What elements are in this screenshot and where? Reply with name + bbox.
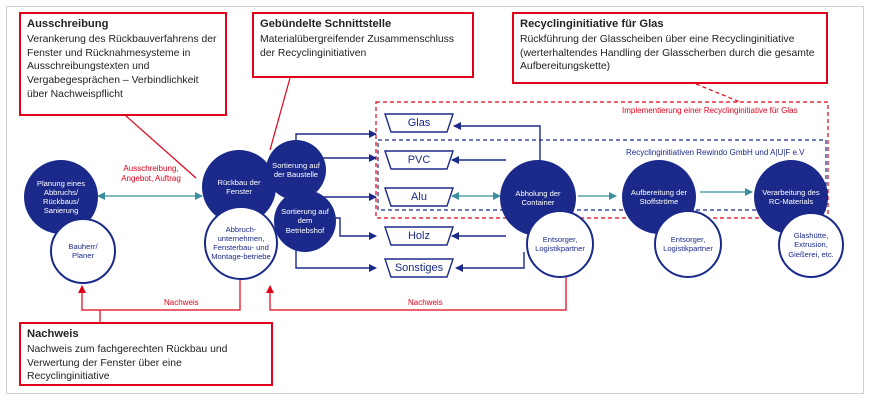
label-implementierung: Implementierung einer Recyclinginitiativ…: [622, 106, 798, 115]
callout-glas: Recyclinginitiative für Glas Rückführung…: [512, 12, 828, 84]
container-pvc-label: PVC: [407, 154, 431, 166]
container-pvc-shape: [384, 150, 454, 170]
ausschreibung-connector: [125, 115, 197, 179]
container-glas-label: Glas: [407, 117, 431, 129]
callout-ausschreibung-title: Ausschreibung: [27, 18, 109, 30]
container-sonstiges-label: Sonstiges: [394, 262, 444, 274]
callout-glas-body: Rückführung der Glasscheiben über eine R…: [520, 33, 815, 73]
callout-nachweis-body: Nachweis zum fachgerechten Rückbau und V…: [27, 343, 228, 383]
arrow-from-abholung-sonstiges: [455, 252, 525, 272]
circle-glashuette: Glashütte, Extrusion, Gießerei, etc.: [778, 212, 844, 278]
container-holz-label: Holz: [407, 230, 430, 242]
nachweis-left-arrow: [78, 276, 241, 311]
container-glas: Glas: [384, 113, 454, 133]
container-sonstiges: Sonstiges: [384, 258, 454, 278]
container-alu-label: Alu: [411, 191, 427, 203]
schnittstelle-connector: [269, 77, 291, 151]
container-alu: Alu: [384, 187, 454, 207]
arrow-from-abholung-glas: [453, 122, 541, 172]
container-holz-shape: [384, 226, 454, 246]
rewindo-dashed-box: [377, 139, 827, 211]
label-rewindo: Recyclinginitiativen Rewindo GmbH und A|…: [626, 148, 805, 157]
label-nachweis-left: Nachweis: [164, 298, 199, 307]
callout-glas-title: Recyclinginitiative für Glas: [520, 18, 664, 30]
label-nachweis-right: Nachweis: [408, 298, 443, 307]
circle-entsorger-2: Entsorger, Logistikpartner: [654, 210, 722, 278]
callout-nachweis-title: Nachweis: [27, 328, 79, 340]
label-ausschreibung-angebot: Ausschreibung, Angebot, Auftrag: [121, 164, 181, 184]
callout-schnittstelle-title: Gebündelte Schnittstelle: [260, 18, 392, 30]
container-glas-shape: [384, 113, 454, 133]
image-frame: [6, 6, 864, 394]
glas-connector: [695, 83, 741, 103]
circle-aufbereitung: Aufbereitung der Stoffströme: [622, 160, 696, 234]
container-pvc: PVC: [384, 150, 454, 170]
container-sonstiges-shape: [384, 258, 454, 278]
circle-sortierung-baustelle: Sortierung auf der Baustelle: [266, 140, 326, 200]
circle-abbruch: Abbruch-unternehmen, Fensterbau- und Mon…: [204, 206, 278, 280]
container-alu-shape: [384, 187, 454, 207]
circle-sortierung-betriebshof: Sortierung auf dem Betriebshof: [274, 190, 336, 252]
circle-bauherr: Bauherr/ Planer: [50, 218, 116, 284]
callout-nachweis: Nachweis Nachweis zum fachgerechten Rück…: [19, 322, 273, 386]
container-holz: Holz: [384, 226, 454, 246]
circle-entsorger-1: Entsorger, Logistikpartner: [526, 210, 594, 278]
nachweis-right-arrow: [266, 270, 567, 311]
callout-schnittstelle: Gebündelte Schnittstelle Materialübergre…: [252, 12, 474, 78]
callout-schnittstelle-body: Materialübergreifender Zusammenschluss d…: [260, 33, 455, 59]
callout-ausschreibung-body: Verankerung des Rückbauverfahrens der Fe…: [27, 33, 217, 100]
callout-ausschreibung: Ausschreibung Verankerung des Rückbauver…: [19, 12, 227, 116]
